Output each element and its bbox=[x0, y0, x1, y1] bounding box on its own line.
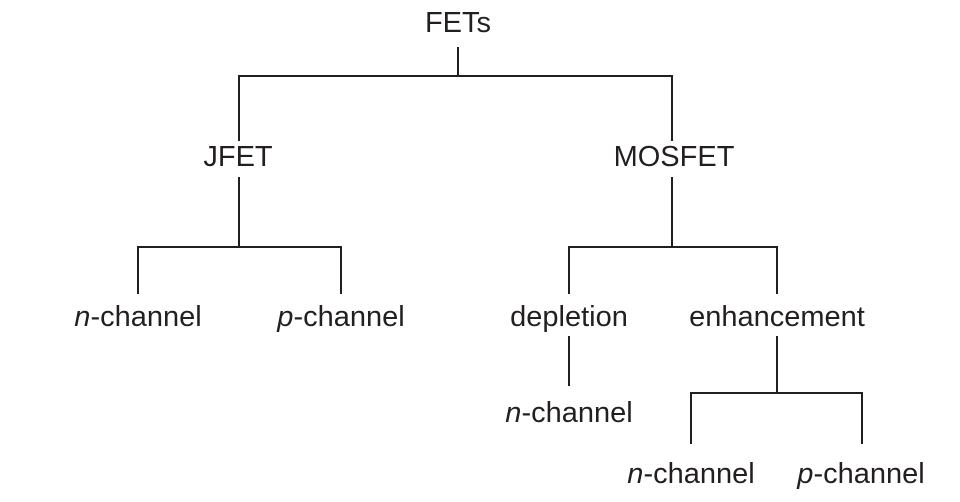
connector-enhancement-n-drop bbox=[690, 392, 692, 444]
node-enhancement: enhancement bbox=[689, 301, 865, 333]
connector-mosfet-children-bar bbox=[568, 246, 778, 248]
node-label: -channel bbox=[90, 301, 202, 333]
node-jfet-n-channel: n-channel bbox=[74, 301, 202, 334]
node-label: -channel bbox=[521, 397, 633, 429]
node-label-italic: n bbox=[74, 301, 91, 333]
connector-depletion-stem bbox=[568, 336, 570, 386]
connector-enhancement-drop bbox=[776, 246, 778, 294]
connector-depletion-drop bbox=[568, 246, 570, 294]
node-enhancement-p-channel: p-channel bbox=[797, 458, 925, 491]
connector-jfet-p-drop bbox=[340, 246, 342, 294]
connector-level1-bar bbox=[238, 75, 673, 77]
connector-enhancement-children-bar bbox=[690, 392, 863, 394]
node-enhancement-n-channel: n-channel bbox=[627, 458, 755, 491]
connector-enhancement-p-drop bbox=[861, 392, 863, 444]
node-label-italic: n bbox=[505, 397, 522, 429]
connector-mosfet-stem-top bbox=[671, 75, 673, 141]
connector-enhancement-stem bbox=[776, 336, 778, 393]
node-mosfet: MOSFET bbox=[613, 141, 735, 173]
connector-jfet-children-bar bbox=[137, 246, 342, 248]
node-label: -channel bbox=[813, 458, 925, 490]
connector-root-stem bbox=[457, 47, 459, 76]
node-label-italic: p bbox=[277, 301, 294, 333]
node-fets: FETs bbox=[424, 7, 492, 39]
node-jfet-p-channel: p-channel bbox=[277, 301, 405, 334]
connector-jfet-stem-top bbox=[238, 75, 240, 141]
node-depletion: depletion bbox=[510, 301, 628, 333]
node-label: -channel bbox=[293, 301, 405, 333]
connector-jfet-n-drop bbox=[137, 246, 139, 294]
connector-mosfet-stem-bottom bbox=[671, 177, 673, 248]
node-depletion-n-channel: n-channel bbox=[505, 397, 633, 430]
node-label-italic: n bbox=[627, 458, 644, 490]
connector-jfet-stem-bottom bbox=[238, 177, 240, 248]
node-label-italic: p bbox=[797, 458, 814, 490]
node-jfet: JFET bbox=[203, 141, 273, 173]
node-label: -channel bbox=[643, 458, 755, 490]
